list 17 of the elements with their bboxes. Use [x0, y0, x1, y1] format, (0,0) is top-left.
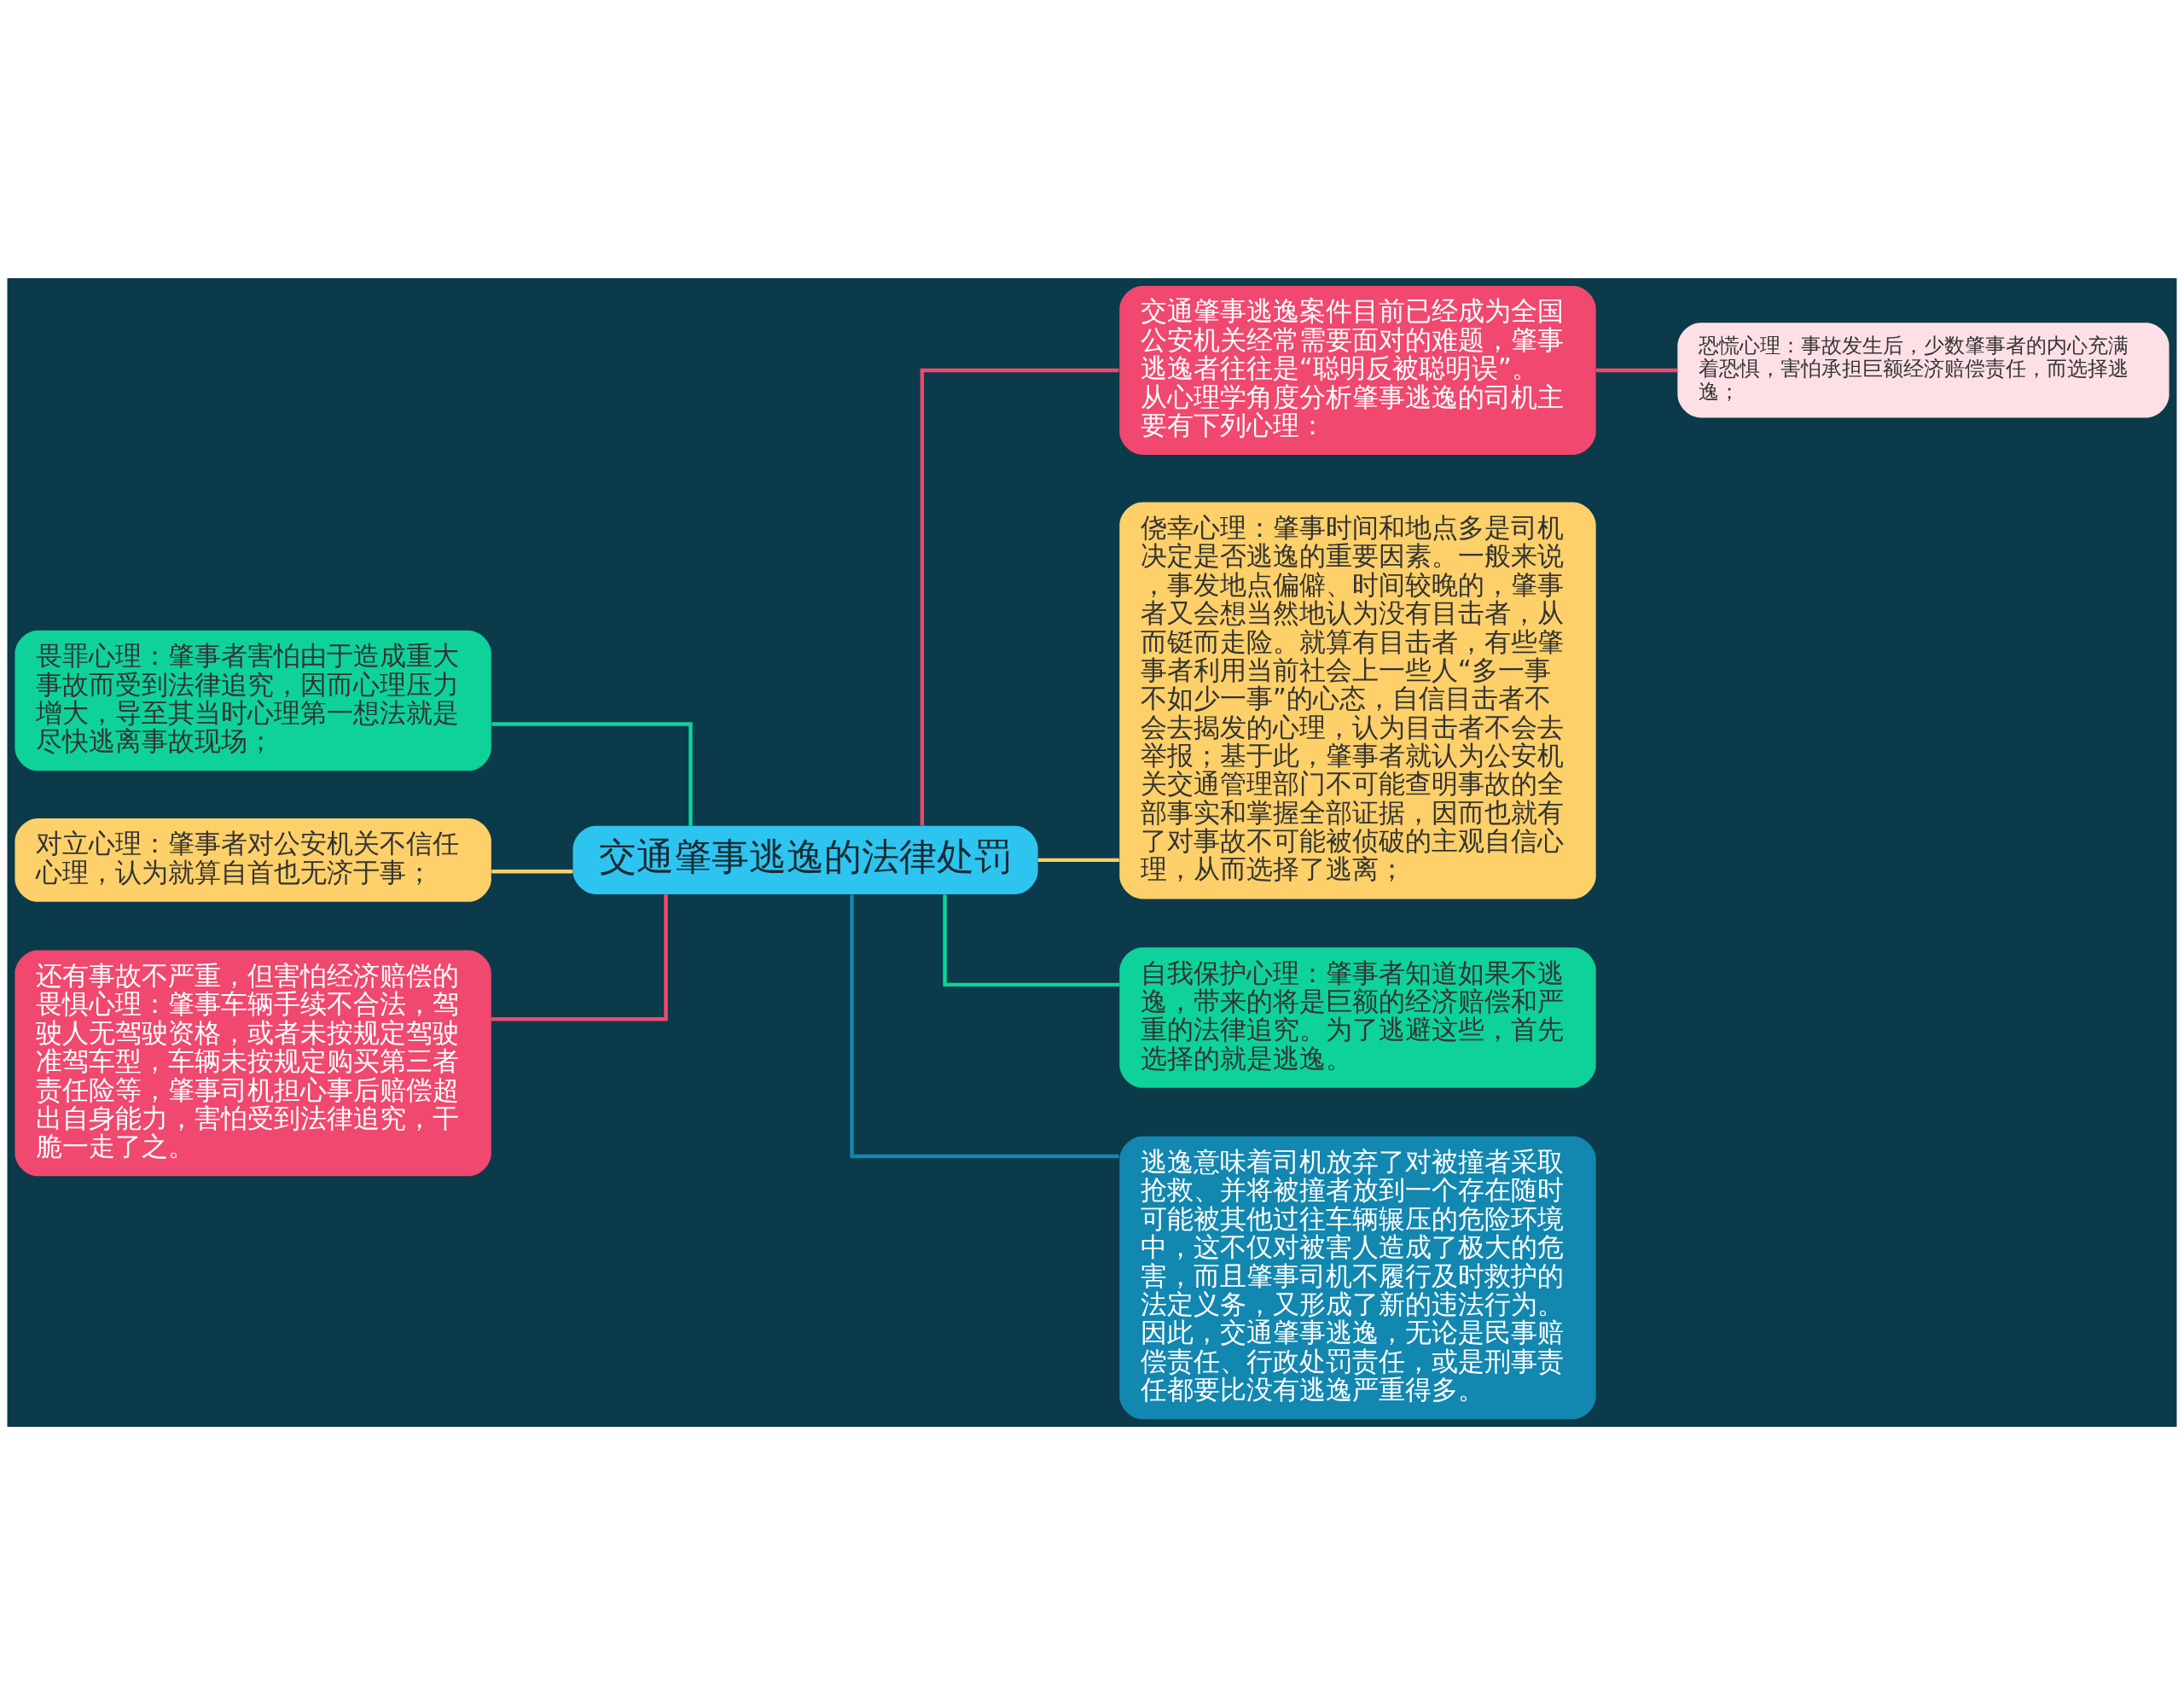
connector [943, 894, 1120, 987]
node-box: 自我保护心理：肇事者知道如果不逃逸，带来的将是巨额的经济赔偿和严重的法律追究。为了逃避这些，首先选择的就是逃逸。 [1119, 947, 1596, 1088]
node-box: 交通肇事逃逸案件目前已经成为全国公安机关经常需要面对的难题，肇事逃逸者往往是“聪明反被聪明误”。从心理学角度分析肇事逃逸的司机主要有下列心理： [1119, 285, 1596, 455]
node-box: 逃逸意味着司机放弃了对被撞者采取抢救、并将被撞者放到一个存在随时可能被其他过往车辆辗压的危险环境中，这不仅对被害人造成了极大的危害，而且肇事司机不履行及时救护的法定义务，又形成了新的违法行为。因此，交通肇事逃逸，无论是民事赔偿责任、行政处罚责任，或是刑事责任都要比没有逃逸严重得多。 [1119, 1136, 1596, 1420]
connector [491, 894, 668, 1021]
connector [920, 368, 1119, 826]
connector [1595, 368, 1677, 373]
node-box: 还有事故不严重，但害怕经济赔偿的畏惧心理：肇事车辆手续不合法，驾驶人无驾驶资格，或者未按规定驾驶准驾车型，车辆未按规定购买第三者责任险等，肇事司机担心事后赔偿超出自身能力，害怕受到法律追究，干脆一走了之。 [15, 950, 491, 1177]
connector [491, 722, 693, 826]
node-box: 畏罪心理：肇事者害怕由于造成重大事故而受到法律追究，因而心理压力增大，导至其当时心理第一想法就是尽快逃离事故现场； [15, 630, 491, 771]
connector [491, 870, 573, 874]
connector [850, 894, 1119, 1159]
node-box: 恐慌心理：事故发生后，少数肇事者的内心充满着恐惧，害怕承担巨额经济赔偿责任，而选择逃逸； [1677, 323, 2169, 418]
connector [1037, 858, 1119, 863]
node-box: 侥幸心理：肇事时间和地点多是司机决定是否逃逸的重要因素。一般来说，事发地点偏僻、时间较晚的，肇事者又会想当然地认为没有目击者，从而铤而走险。就算有目击者，有些肇事者利用当前社会上一些人“多一事不如少一事”的心态，自信目击者不会去揭发的心理，认为目击者不会去举报；基于此，肇事者就认为公安机关交通管理部门不可能查明事故的全部事实和掌握全部证据，因而也就有了对事故不可能被侦破的主观自信心理，从而选择了逃离； [1119, 502, 1596, 899]
node-box: 交通肇事逃逸的法律处罚 [572, 825, 1038, 894]
node-box: 对立心理：肇事者对公安机关不信任心理，认为就算自首也无济于事； [15, 818, 491, 902]
